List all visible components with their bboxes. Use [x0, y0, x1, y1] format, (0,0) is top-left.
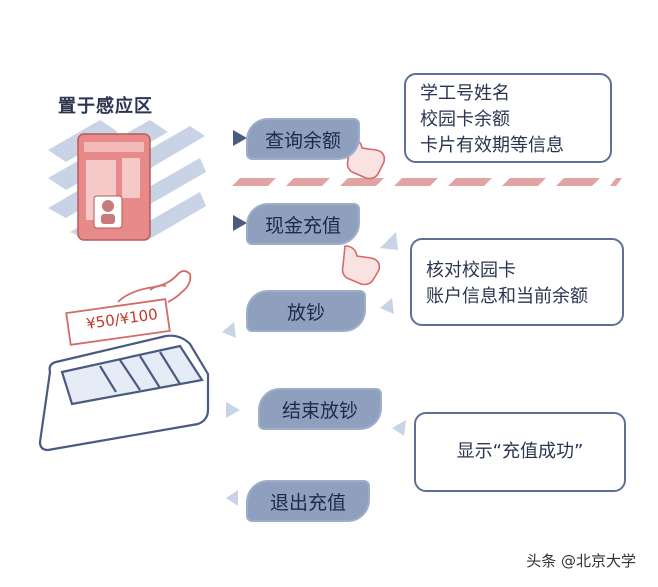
step-insert-cash: 放钞 [246, 290, 366, 332]
info-line: 卡片有效期等信息 [420, 135, 564, 156]
step-cash-recharge: 现金充值 [246, 203, 360, 245]
hand-with-banknote [117, 270, 192, 303]
info-box-balance: 学工号姓名 校园卡余额 卡片有效期等信息 [404, 73, 612, 163]
info-line: 显示“充值成功” [456, 441, 584, 462]
info-line: 校园卡余额 [420, 109, 510, 130]
cash-machine [38, 334, 210, 452]
info-line: 核对校园卡 [426, 260, 516, 281]
arrow-icon [222, 322, 236, 338]
arrow-icon [380, 298, 394, 314]
watermark: 头条 @北京大学 [526, 552, 636, 570]
step-label: 现金充值 [264, 214, 341, 237]
banknote [65, 298, 171, 346]
step-label: 退出充值 [269, 491, 346, 514]
page-title: 置于感应区 [58, 96, 153, 117]
section-divider [232, 178, 622, 186]
step-query-balance: 查询余额 [246, 118, 360, 160]
info-line: 学工号姓名 [420, 83, 510, 104]
arrow-icon [226, 490, 238, 506]
campus-card [77, 133, 151, 241]
step-label: 放钞 [286, 301, 325, 324]
step-label: 查询余额 [264, 129, 341, 152]
arrow-icon [392, 420, 406, 436]
info-box-success: 显示“充值成功” [414, 412, 626, 492]
step-finish-insert: 结束放钞 [258, 388, 382, 430]
step-label: 结束放钞 [281, 399, 358, 422]
arrow-icon [226, 402, 240, 418]
step-exit-recharge: 退出充值 [246, 480, 370, 522]
arrow-icon [380, 232, 398, 250]
pointing-hand-icon [341, 245, 381, 286]
arrow-icon [233, 130, 247, 146]
arrow-icon [233, 215, 247, 231]
info-box-verify: 核对校园卡 账户信息和当前余额 [410, 238, 624, 326]
info-line: 账户信息和当前余额 [426, 286, 588, 307]
